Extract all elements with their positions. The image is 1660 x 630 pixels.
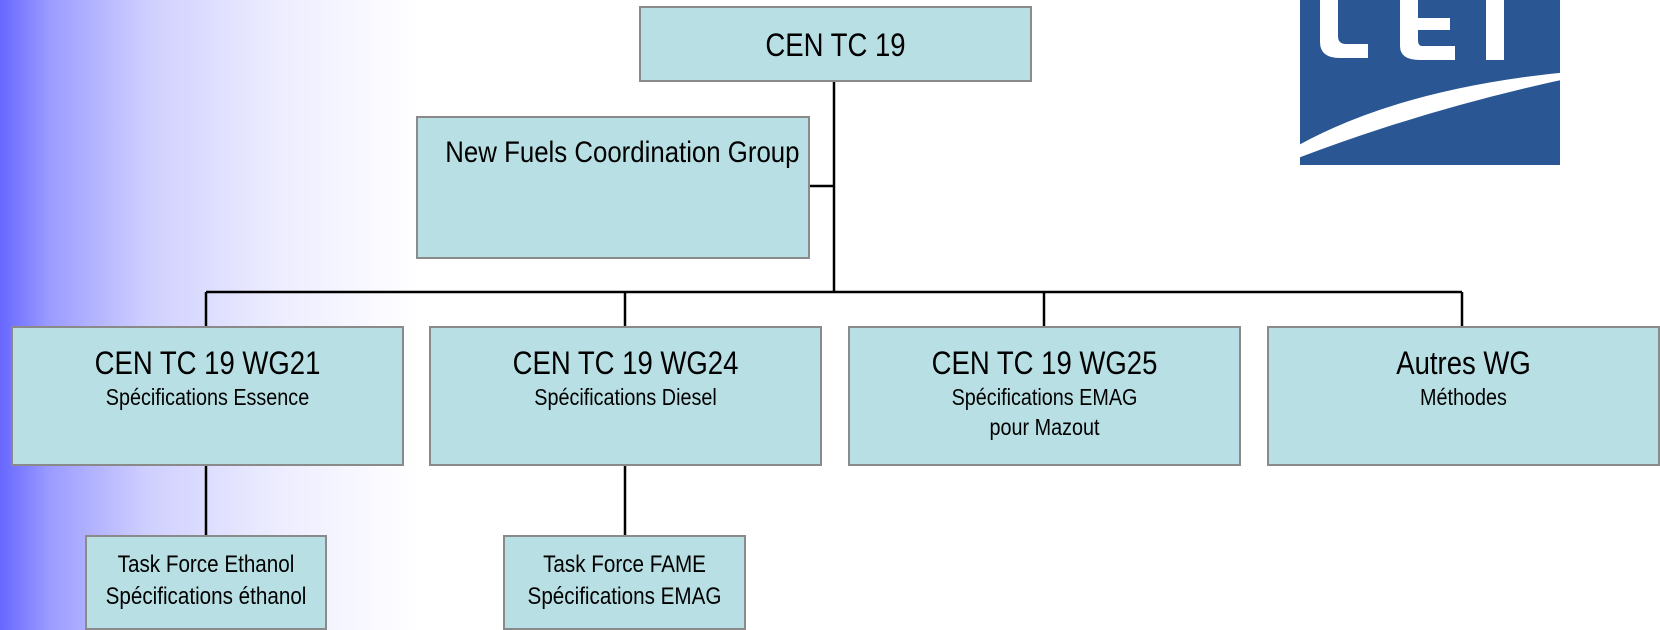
wg-box-wg25: CEN TC 19 WG25 Spécifications EMAG pour … [848, 326, 1241, 466]
logo-letter-n [1486, 0, 1504, 60]
wg-title: CEN TC 19 WG24 [512, 345, 739, 381]
logo-letter-e [1400, 0, 1455, 60]
wg-title: CEN TC 19 WG25 [931, 345, 1158, 381]
wg-box-wg21: CEN TC 19 WG21 Spécifications Essence [11, 326, 404, 466]
wg-description: Spécifications EMAG [951, 384, 1138, 410]
wg-description-line-2: pour Mazout [989, 414, 1100, 440]
wg-description: Spécifications Essence [105, 384, 310, 410]
task-force-description: Spécifications éthanol [105, 583, 307, 610]
wg-description: Méthodes [1420, 384, 1507, 410]
logo-letter-c [1320, 0, 1368, 58]
wg-box-autres: Autres WG Méthodes [1267, 326, 1660, 466]
wg-title: CEN TC 19 WG21 [94, 345, 321, 381]
cen-logo-icon [1290, 0, 1620, 165]
background-gradient [0, 0, 420, 630]
task-force-box-fame: Task Force FAME Spécifications EMAG [503, 535, 746, 630]
wg-description: Spécifications Diesel [534, 384, 717, 410]
task-force-name: Task Force Ethanol [117, 551, 295, 578]
coordination-box: New Fuels Coordination Group [416, 116, 810, 259]
wg-title: Autres WG [1396, 345, 1531, 381]
root-box: CEN TC 19 [639, 6, 1032, 82]
coordination-title: New Fuels Coordination Group [445, 136, 800, 169]
task-force-name: Task Force FAME [543, 551, 706, 578]
task-force-description: Spécifications EMAG [527, 583, 722, 610]
task-force-box-ethanol: Task Force Ethanol Spécifications éthano… [85, 535, 327, 630]
wg-box-wg24: CEN TC 19 WG24 Spécifications Diesel [429, 326, 822, 466]
root-title: CEN TC 19 [765, 27, 906, 63]
